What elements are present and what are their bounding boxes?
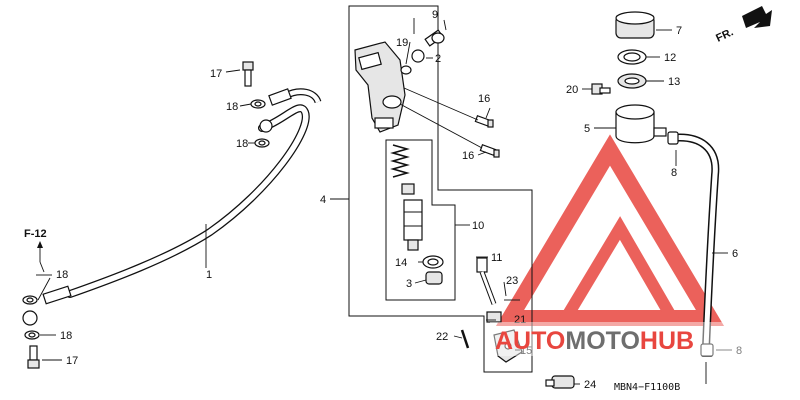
label-23: 23 — [506, 275, 518, 287]
svg-text:AUTOMOTOHUB: AUTOMOTOHUB — [495, 327, 694, 355]
label-8b: 8 — [736, 345, 742, 357]
front-arrow-icon — [742, 6, 772, 28]
diagram-code: MBN4−F1100B — [614, 382, 680, 393]
label-20: 20 — [566, 84, 578, 96]
o-ring-9 — [431, 32, 445, 44]
cotter-pin-22 — [460, 329, 470, 349]
piston-cup — [401, 183, 415, 195]
reservoir-hose — [671, 133, 720, 349]
label-18c: 18 — [56, 269, 68, 281]
label-24: 24 — [584, 379, 596, 391]
label-16b: 16 — [462, 150, 474, 162]
part-labels: 1 2 3 4 5 6 7 8 8 9 10 11 12 13 14 15 16… — [56, 9, 742, 391]
clevis-15 — [493, 329, 523, 363]
piston-kit-frame — [385, 139, 456, 301]
watermark-logo-mark — [495, 134, 725, 326]
label-12: 12 — [664, 52, 676, 64]
hose-clip-top — [667, 131, 679, 145]
sealing-washer-bottom-1 — [22, 295, 38, 305]
label-16a: 16 — [478, 93, 490, 105]
label-1: 1 — [206, 269, 212, 281]
label-2: 2 — [435, 53, 441, 65]
watermark-hub: HUB — [640, 327, 694, 355]
front-direction-label: FR. — [714, 26, 735, 44]
sealing-washer-top-1 — [250, 99, 266, 109]
label-14: 14 — [395, 257, 407, 269]
watermark-moto: MOTO — [565, 327, 640, 355]
master-cylinder-body — [354, 41, 406, 133]
label-7: 7 — [676, 25, 682, 37]
diaphragm — [617, 73, 647, 89]
boot-3 — [425, 271, 443, 285]
label-15: 15 — [520, 345, 532, 357]
sealing-washer-bottom-2 — [24, 330, 40, 340]
label-6: 6 — [732, 248, 738, 260]
ref-f12-label: F-12 — [24, 228, 47, 240]
label-13: 13 — [668, 76, 680, 88]
label-22: 22 — [436, 331, 448, 343]
sealing-washer-top-2 — [254, 138, 270, 148]
label-18a: 18 — [226, 101, 238, 113]
cap-screw-16b — [479, 144, 500, 158]
watermark-wordmark: AUTOMOTOHUB — [490, 322, 800, 356]
joint-pin-24 — [545, 375, 575, 389]
cap-screw-16a — [474, 115, 494, 128]
label-3: 3 — [406, 278, 412, 290]
master-cylinder-group-frame — [348, 5, 533, 373]
bolt-20 — [591, 83, 611, 95]
reservoir-tank — [615, 104, 667, 144]
banjo-bolt-bottom — [27, 345, 40, 369]
hose-clip-bottom — [700, 343, 714, 357]
push-rod — [476, 257, 497, 305]
label-8a: 8 — [671, 167, 677, 179]
nut-21 — [486, 311, 502, 323]
label-4: 4 — [320, 194, 326, 206]
label-17a: 17 — [210, 68, 222, 80]
circlip-19 — [400, 65, 412, 75]
leader-lines — [36, 19, 732, 385]
label-19: 19 — [396, 37, 408, 49]
label-11: 11 — [491, 252, 502, 264]
label-5: 5 — [584, 123, 590, 135]
label-17b: 17 — [66, 355, 78, 367]
spring — [390, 144, 410, 178]
label-18d: 18 — [60, 330, 72, 342]
label-21: 21 — [514, 314, 526, 326]
boot-14 — [422, 255, 444, 269]
label-10: 10 — [472, 220, 484, 232]
set-plate — [617, 49, 647, 65]
ref-f12-arrow — [37, 241, 45, 273]
reservoir-cap — [615, 11, 655, 39]
banjo-bolt-top — [242, 61, 254, 87]
brake-hose — [22, 88, 322, 326]
label-9: 9 — [432, 9, 438, 21]
piston — [403, 199, 423, 251]
label-18b: 18 — [236, 138, 248, 150]
watermark-auto: AUTO — [495, 327, 565, 355]
